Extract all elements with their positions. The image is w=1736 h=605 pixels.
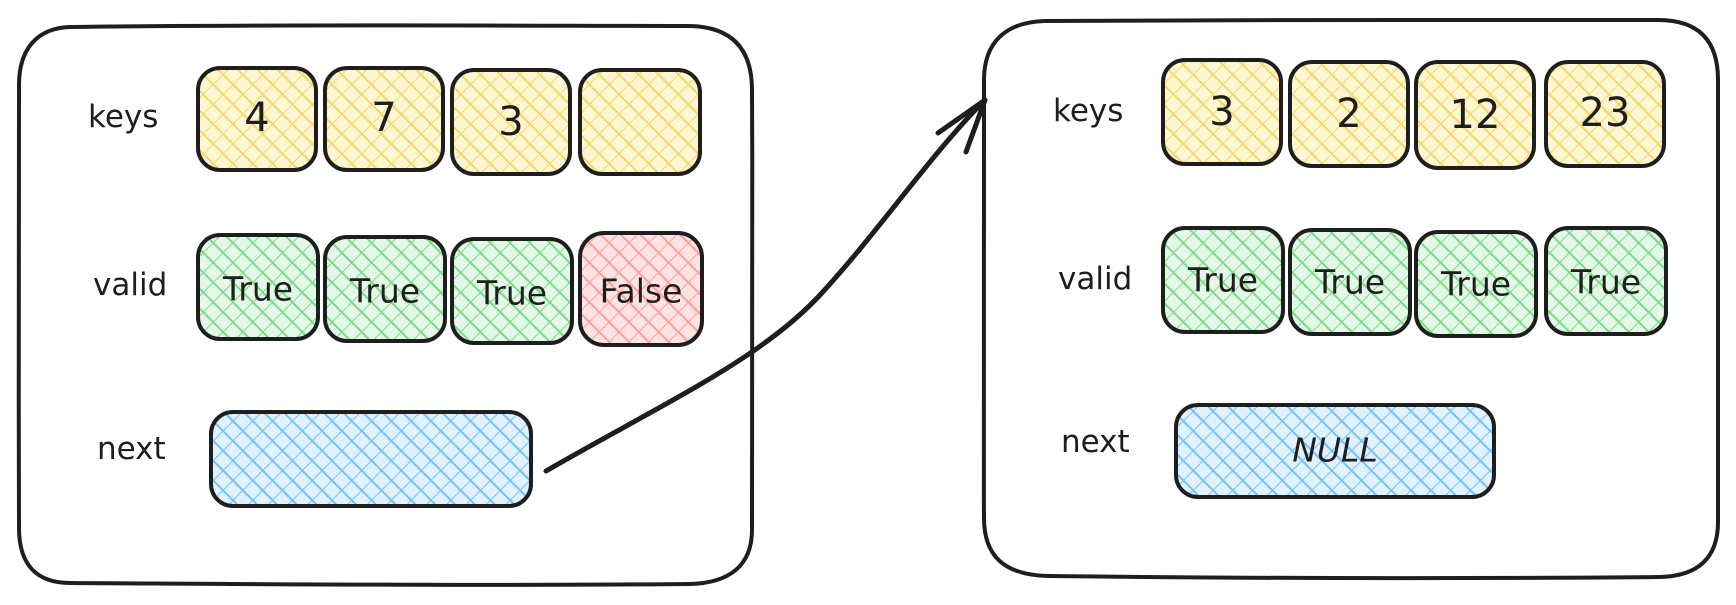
next-pointer-line bbox=[543, 97, 988, 474]
node-2-valid-value: True bbox=[1570, 263, 1641, 302]
node-1-keys-label: keys bbox=[88, 99, 158, 135]
node-1-key-value: 7 bbox=[371, 95, 396, 141]
arrowhead-icon bbox=[935, 97, 988, 155]
node-2-next-value: NULL bbox=[1292, 431, 1378, 470]
node-1-next-label: next bbox=[97, 431, 166, 467]
next-pointer-arrow bbox=[543, 97, 988, 474]
node-1-next-row bbox=[209, 410, 533, 508]
node-1-valid-cell bbox=[323, 235, 447, 343]
node-2-key-cell bbox=[1544, 60, 1666, 168]
node-1-valid-cell bbox=[450, 237, 574, 345]
node-2-valid-value: True bbox=[1187, 261, 1258, 300]
node-1-key-value: 4 bbox=[244, 95, 269, 141]
node-2: keys valid next 3 2 12 23 True True True… bbox=[981, 17, 1721, 581]
node-2-next-cell bbox=[1174, 403, 1496, 499]
node-1-valid-label: valid bbox=[93, 267, 167, 303]
node-2-valid-cell bbox=[1544, 226, 1668, 336]
node-1-valid-value: True bbox=[222, 270, 293, 309]
node-1-key-cell bbox=[323, 66, 445, 172]
node-2-valid-cell bbox=[1414, 230, 1538, 338]
node-1-valid-cell bbox=[196, 233, 320, 341]
node-1-valid-value: False bbox=[600, 272, 683, 311]
node-2-key-cell bbox=[1414, 60, 1536, 170]
node-2-next-row: NULL bbox=[1174, 403, 1496, 499]
node-2-next-label: next bbox=[1061, 424, 1130, 460]
node-1: keys valid next 4 7 3 True True True Fal… bbox=[16, 23, 755, 587]
node-1-valid-value: True bbox=[476, 274, 547, 313]
node-2-keys-label: keys bbox=[1053, 93, 1123, 129]
node-1-keys-row: 4 7 3 bbox=[196, 66, 702, 176]
node-2-key-cell bbox=[1288, 60, 1410, 168]
node-2-key-value: 12 bbox=[1450, 92, 1501, 138]
node-2-valid-label: valid bbox=[1058, 261, 1132, 297]
node-2-valid-cell bbox=[1161, 226, 1285, 334]
node-2-key-cell bbox=[1161, 58, 1283, 166]
node-1-key-value: 3 bbox=[498, 99, 523, 145]
node-1-valid-cell-false bbox=[578, 231, 704, 347]
node-2-key-value: 23 bbox=[1580, 90, 1631, 136]
node-2-valid-cell bbox=[1288, 228, 1412, 336]
node-2-valid-row: True True True True bbox=[1161, 226, 1668, 338]
node-1-valid-row: True True True False bbox=[196, 231, 704, 347]
node-1-next-cell bbox=[209, 410, 533, 508]
node-2-key-value: 2 bbox=[1336, 91, 1361, 137]
node-1-key-cell bbox=[578, 68, 702, 176]
node-2-valid-value: True bbox=[1440, 265, 1511, 304]
node-1-key-cell bbox=[196, 66, 318, 172]
node-2-valid-value: True bbox=[1314, 263, 1385, 302]
node-1-valid-value: True bbox=[349, 272, 420, 311]
node-2-key-value: 3 bbox=[1209, 89, 1234, 135]
node-1-key-cell bbox=[450, 68, 572, 176]
node-2-keys-row: 3 2 12 23 bbox=[1161, 58, 1666, 170]
